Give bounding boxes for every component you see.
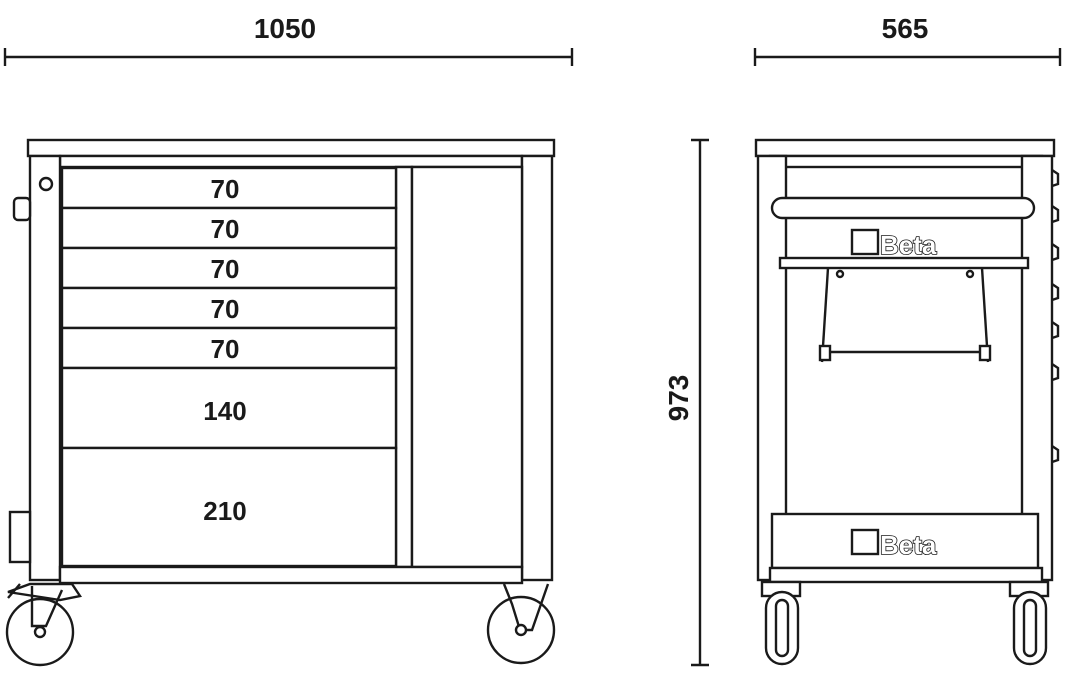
lock-icon — [38, 176, 54, 192]
drawer-height-label: 70 — [211, 254, 240, 284]
width-dimension: 1050 — [3, 13, 574, 66]
drawer — [60, 366, 398, 450]
brand-text: Beta — [880, 230, 937, 260]
brand-logo-upper: Beta — [850, 228, 938, 261]
caster — [486, 583, 556, 665]
drawer-handle-tabs — [1051, 169, 1060, 464]
caster — [760, 580, 802, 666]
brand-logo-lower: Beta — [850, 528, 938, 561]
side-view: Beta Beta — [754, 138, 1060, 666]
drawer-height-label: 70 — [211, 214, 240, 244]
caster-with-brake — [5, 582, 82, 667]
side-handle — [12, 196, 32, 222]
hanging-holder — [818, 267, 992, 363]
brand-text: Beta — [880, 530, 937, 560]
drawer — [60, 166, 398, 210]
drawer — [60, 446, 398, 568]
front-view: 70 70 70 70 70 140 210 — [5, 138, 556, 667]
bottom-panel — [770, 512, 1040, 570]
drawer-height-label: 70 — [211, 334, 240, 364]
drawer-height-label: 210 — [203, 496, 246, 526]
width-label: 1050 — [254, 13, 316, 44]
drawer-height-label: 70 — [211, 174, 240, 204]
depth-label: 565 — [882, 13, 929, 44]
caster — [1008, 580, 1050, 666]
height-dimension: 973 — [663, 138, 709, 667]
shelf — [778, 256, 1030, 270]
drawer-height-label: 70 — [211, 294, 240, 324]
push-handle — [770, 196, 1036, 220]
drawer-height-label: 140 — [203, 396, 246, 426]
depth-dimension: 565 — [753, 13, 1062, 66]
height-label: 973 — [663, 375, 694, 422]
drawer — [60, 206, 398, 250]
drawer — [60, 326, 398, 370]
drawer — [60, 286, 398, 330]
